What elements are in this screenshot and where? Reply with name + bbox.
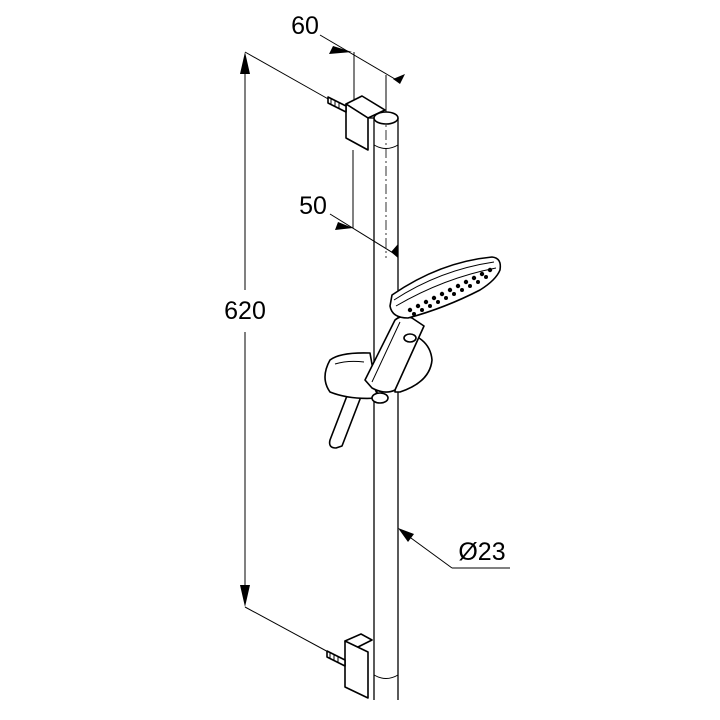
screw-icon: [327, 96, 347, 113]
arrow-down-icon: [240, 585, 250, 607]
arrow-right-icon: [335, 222, 353, 230]
bottom-wall-bracket: [326, 633, 373, 699]
hand-shower: [364, 256, 502, 393]
dimension-60: 60: [291, 12, 405, 115]
dimension-620: 620: [224, 51, 333, 655]
spray-nozzles: [407, 267, 493, 316]
screw-icon: [326, 650, 346, 667]
dimension-label-60: 60: [291, 12, 319, 40]
arrow-left-icon: [391, 244, 398, 258]
shower-rail: [373, 111, 399, 700]
dimension-label-diameter: Ø23: [458, 538, 505, 566]
arrow-leader-icon: [398, 528, 414, 542]
dimension-label-50: 50: [299, 192, 327, 220]
arrow-left-icon: [393, 74, 405, 84]
arrow-right-icon: [329, 46, 352, 54]
arrow-up-icon: [240, 52, 250, 74]
dimension-50: 50: [299, 150, 399, 258]
dimension-label-620: 620: [224, 297, 266, 325]
slider-holder: [324, 329, 433, 449]
top-wall-bracket: [327, 95, 386, 151]
dimension-diameter: Ø23: [398, 528, 510, 569]
